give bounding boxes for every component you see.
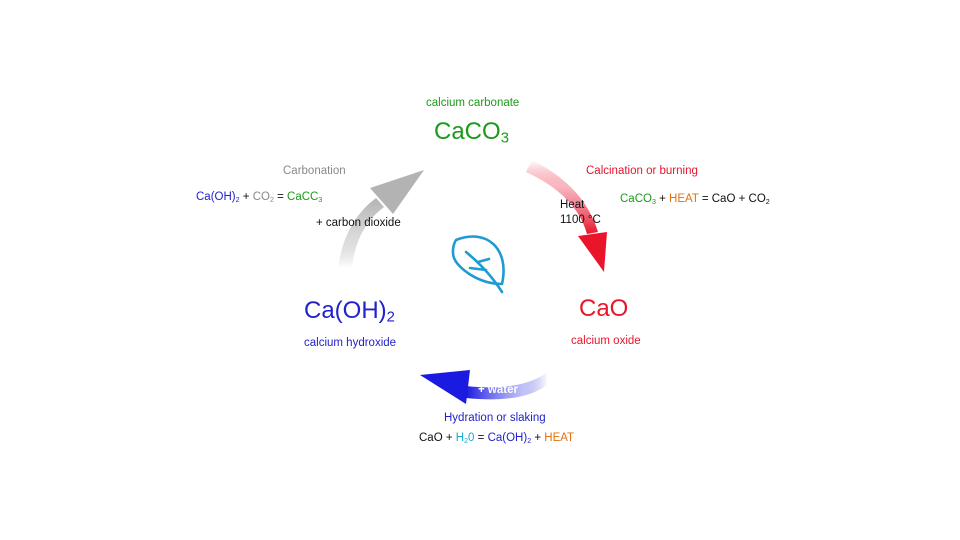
eq-cao: CaO xyxy=(711,193,736,205)
calcium-hydroxide-caption-text: calcium hydroxide xyxy=(304,337,397,349)
calcination-title: Calcination or burning xyxy=(586,165,698,177)
calcium-carbonate-formula: CaCO3 xyxy=(434,118,509,146)
eq-co2: CO xyxy=(252,191,270,203)
calcination-title-text: Calcination or burning xyxy=(586,165,698,177)
eq-caco3: CaCO xyxy=(620,193,652,205)
eq-plus: + xyxy=(531,432,545,444)
calcination-arrow xyxy=(526,160,607,272)
leaf-icon xyxy=(451,235,505,294)
carbonation-arrow xyxy=(338,170,424,268)
eq-heat: HEAT xyxy=(669,193,699,205)
calcium-hydroxide-formula-main: Ca(OH) xyxy=(304,297,387,324)
calcination-condition-line2: 1100 °C xyxy=(560,214,601,226)
calcium-carbonate-formula-sub: 3 xyxy=(500,130,509,147)
hydration-agent-text: + water xyxy=(478,384,518,396)
eq-caoh2: Ca(OH) xyxy=(196,191,236,203)
carbonation-title: Carbonation xyxy=(283,165,346,177)
hydration-agent: + water xyxy=(478,384,518,396)
eq-plus: + xyxy=(442,432,456,444)
calcination-equation: CaCO3 + HEAT = CaO + CO2 xyxy=(620,193,770,205)
eq-plus: + xyxy=(735,193,749,205)
hydration-title-text: Hydration or slaking xyxy=(444,412,546,424)
hydration-title: Hydration or slaking xyxy=(444,412,546,424)
eq-h-sub: 2 xyxy=(464,436,469,445)
eq-caco3-sub: 3 xyxy=(318,195,323,204)
carbonation-equation: Ca(OH)2 + CO2 = CaCC3 xyxy=(196,191,322,203)
eq-zero: 0 xyxy=(468,432,475,444)
eq-caoh2: Ca(OH) xyxy=(487,432,528,444)
eq-cao: CaO xyxy=(419,432,443,444)
eq-co2: CO xyxy=(748,193,766,205)
calcium-hydroxide-formula-sub: 2 xyxy=(386,309,395,326)
carbonation-title-text: Carbonation xyxy=(283,165,346,177)
eq-co2-sub: 2 xyxy=(269,195,274,204)
calcium-carbonate-caption: calcium carbonate xyxy=(426,97,519,109)
eq-co2-sub: 2 xyxy=(765,197,770,206)
calcium-hydroxide-formula: Ca(OH)2 xyxy=(304,297,395,325)
calcium-carbonate-caption-text: calcium carbonate xyxy=(426,97,520,109)
eq-plus: + xyxy=(655,193,670,205)
eq-plus: + xyxy=(239,191,253,203)
eq-heat: HEAT xyxy=(544,432,575,444)
calcium-oxide-caption-text: calcium oxide xyxy=(571,335,641,347)
calcium-oxide-formula: CaO xyxy=(579,295,628,323)
eq-caco3: CaCC xyxy=(287,191,319,203)
calcium-oxide-caption: calcium oxide xyxy=(571,335,641,347)
hydration-arrow xyxy=(420,370,548,404)
carbonation-agent-text: + carbon dioxide xyxy=(316,217,401,229)
hydration-equation: CaO + H20 = Ca(OH)2 + HEAT xyxy=(419,432,574,444)
calcination-condition-line1: Heat xyxy=(560,199,585,211)
eq-h: H xyxy=(455,432,465,444)
calcium-oxide-formula-text: CaO xyxy=(579,295,629,322)
calcination-condition: Heat 1100 °C xyxy=(560,198,601,228)
eq-caoh2-sub: 2 xyxy=(527,436,532,445)
eq-equals: = xyxy=(273,191,288,203)
eq-caoh2-sub: 2 xyxy=(235,195,240,204)
carbonation-agent: + carbon dioxide xyxy=(316,217,401,229)
eq-equals: = xyxy=(474,432,488,444)
eq-caco3-sub: 3 xyxy=(651,197,656,206)
eq-equals: = xyxy=(698,193,712,205)
calcium-hydroxide-caption: calcium hydroxide xyxy=(304,337,396,349)
calcium-carbonate-formula-main: CaCO xyxy=(434,118,501,145)
